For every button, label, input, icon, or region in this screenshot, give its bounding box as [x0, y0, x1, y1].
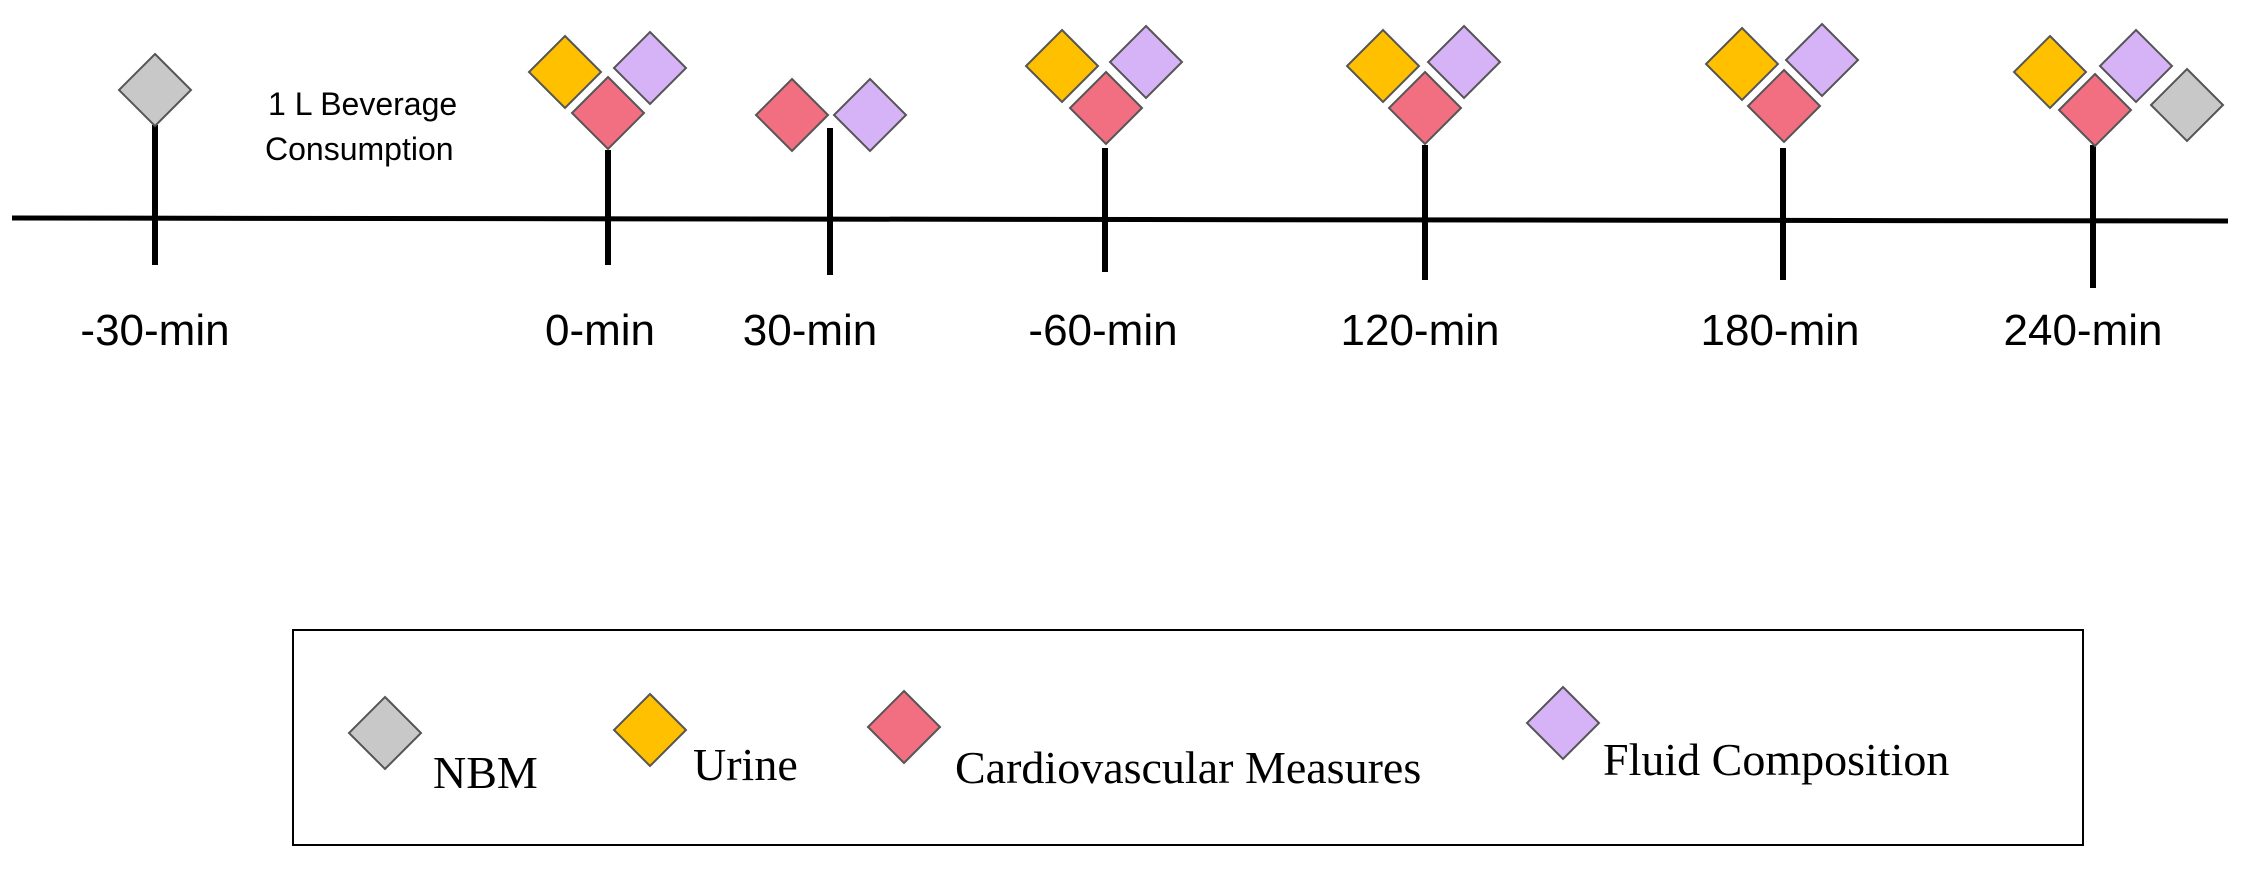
legend-label: Cardiovascular Measures	[955, 742, 1421, 793]
timepoint-label: 180-min	[1701, 306, 1860, 355]
nbm-marker	[2149, 67, 2225, 143]
fluid-marker	[832, 77, 908, 153]
beverage-annotation-line2: Consumption	[265, 131, 454, 167]
nbm-legend-swatch	[347, 695, 423, 771]
timepoint-label: 240-min	[2004, 306, 2163, 355]
urine-marker	[2012, 34, 2088, 110]
legend-item-cardiovascular: Cardiovascular Measures	[866, 689, 1421, 793]
legend-item-nbm: NBM	[347, 695, 538, 798]
legend-label: Fluid Composition	[1603, 734, 1949, 785]
nbm-marker	[117, 52, 193, 128]
cardiovascular-marker	[1387, 70, 1463, 146]
legend-box	[292, 629, 2084, 846]
urine-marker	[527, 34, 603, 110]
legend-label: Urine	[693, 739, 798, 790]
cardiovascular-marker	[754, 77, 830, 153]
beverage-annotation-line1: 1 L Beverage	[268, 86, 457, 122]
fluid-marker	[1784, 22, 1860, 98]
timepoint-label: -30-min	[80, 306, 229, 355]
legend-item-urine: Urine	[612, 692, 798, 790]
timepoint-120-min: 120-min	[1341, 24, 1502, 355]
fluid-legend-swatch	[1525, 685, 1601, 761]
fluid-marker	[612, 30, 688, 106]
urine-legend-swatch	[612, 692, 688, 768]
cardiovascular-marker	[570, 75, 646, 151]
timepoint-group: -30-min 0-min 30-min -60-min 120-min 180-min 2…	[80, 22, 2225, 355]
timepoint-label: 120-min	[1341, 306, 1500, 355]
timepoint--30-min: -30-min	[80, 52, 230, 355]
urine-marker	[1024, 28, 1100, 104]
timeline-axis	[11, 215, 2229, 224]
legend: NBM Urine Cardiovascular Measures Fluid Com…	[347, 685, 1949, 798]
timepoint-30-min: 30-min	[743, 77, 908, 355]
fluid-marker	[1108, 24, 1184, 100]
fluid-marker	[2098, 28, 2174, 104]
timepoint-0-min: 0-min	[527, 30, 688, 355]
cardiovascular-marker	[1746, 68, 1822, 144]
timepoint-240-min: 240-min	[2004, 28, 2225, 355]
cardiovascular-legend-swatch	[866, 689, 942, 765]
legend-label: NBM	[433, 747, 538, 798]
timepoint-label: 0-min	[545, 306, 655, 355]
cardiovascular-marker	[1068, 70, 1144, 146]
timepoint--60-min: -60-min	[1024, 24, 1184, 355]
timepoint-label: 30-min	[743, 306, 878, 355]
fluid-marker	[1426, 24, 1502, 100]
timepoint-label: -60-min	[1028, 306, 1177, 355]
cardiovascular-marker	[2057, 72, 2133, 148]
legend-item-fluid: Fluid Composition	[1525, 685, 1949, 785]
urine-marker	[1704, 26, 1780, 102]
timepoint-180-min: 180-min	[1701, 22, 1860, 355]
urine-marker	[1345, 28, 1421, 104]
